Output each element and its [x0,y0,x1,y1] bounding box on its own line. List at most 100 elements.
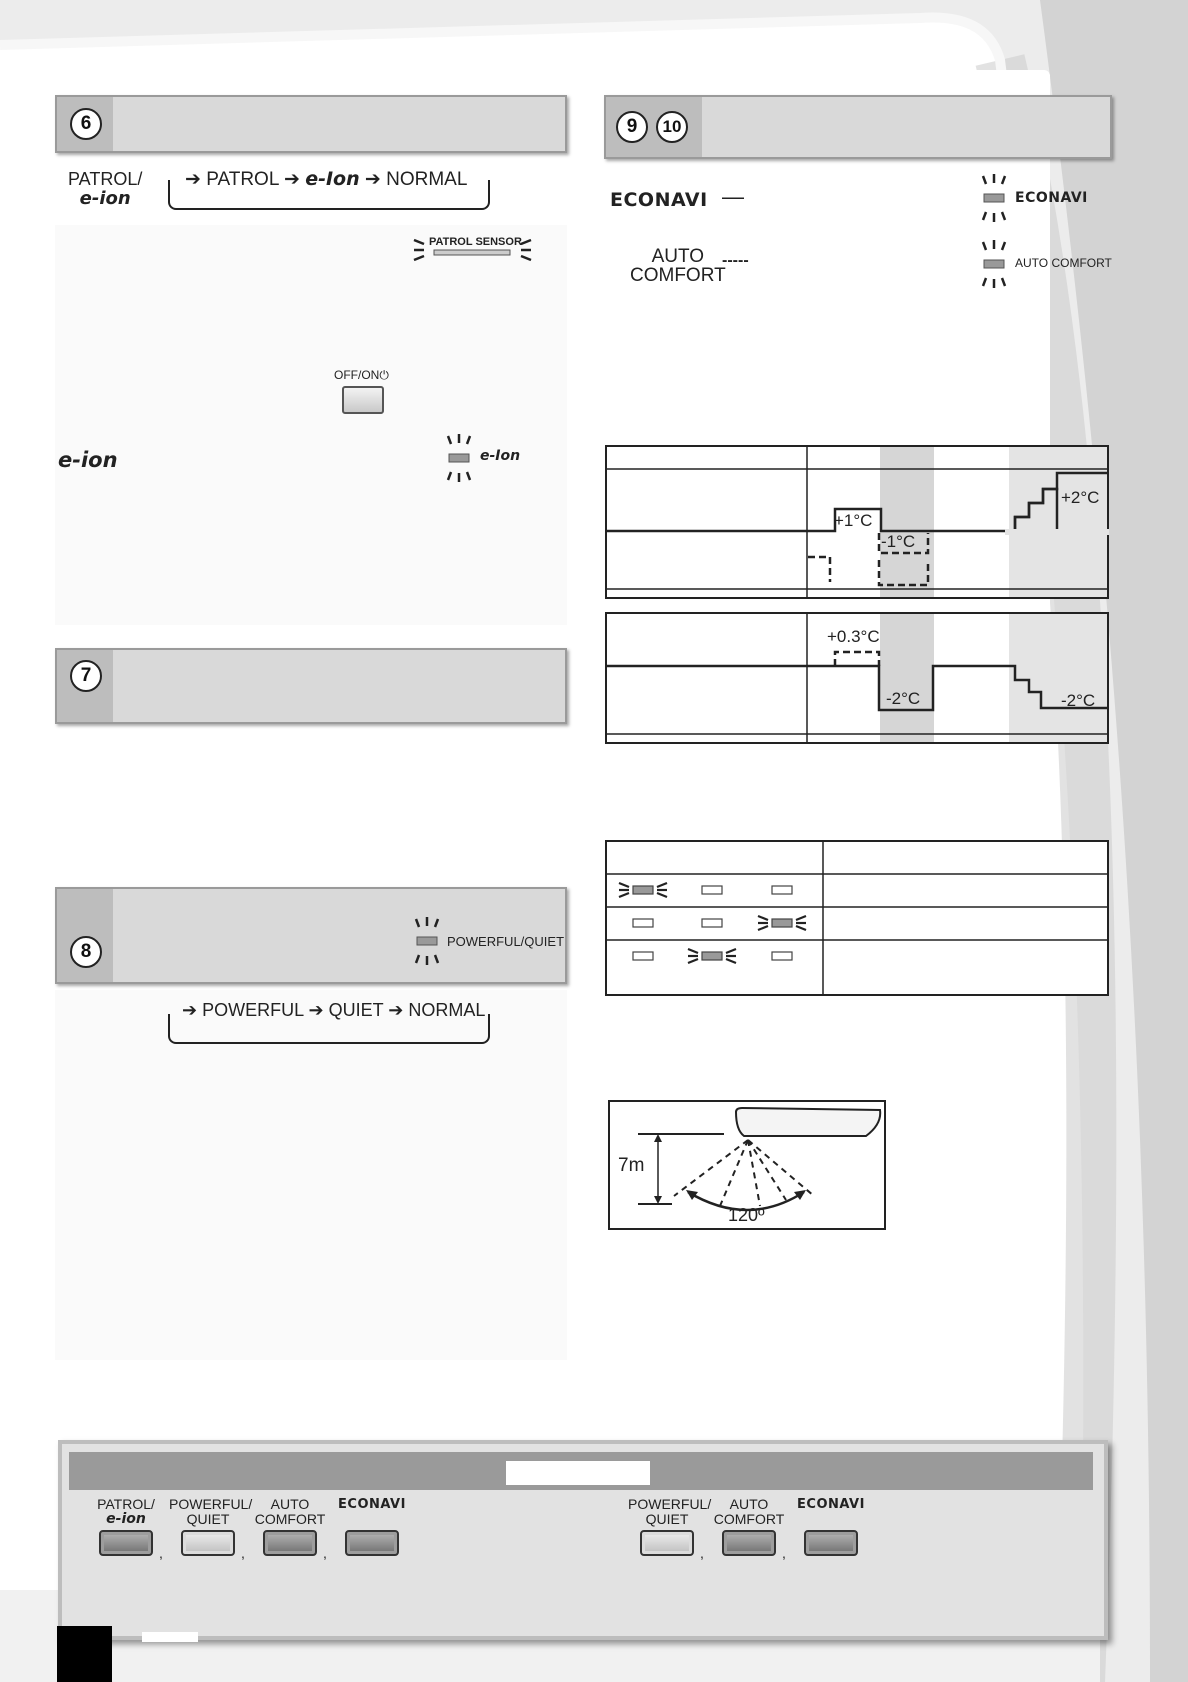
patrol-sensor-label: PATROL SENSOR [429,236,522,248]
chart2-annotation-1: +0.3°C [827,627,880,646]
button-separator: , [159,1545,163,1561]
offon-text: OFF/ON [334,368,380,382]
remote-button[interactable] [804,1530,858,1556]
section-7-number: 7 [70,660,102,692]
section-6-number: 6 [70,108,102,140]
button-separator: , [323,1545,327,1561]
chart2-annotation-3: -2°C [1061,691,1095,710]
bottom-button-label-line2: QUIET [186,1511,230,1527]
eion-heading: e-ion [58,448,118,472]
remote-button[interactable] [345,1530,399,1556]
patrol-eion-button-label: PATROL/ e-ion [68,169,143,209]
indicator-table [605,840,1109,996]
button-separator: , [700,1545,704,1561]
remote-button[interactable] [640,1530,694,1556]
patrol-label: PATROL/ [68,169,143,189]
auto-comfort-indicator-label: AUTO COMFORT [1015,256,1112,270]
bottom-button-label: ECONAVI [333,1497,411,1512]
offon-button[interactable] [342,386,384,414]
section-6-header: 6 [55,95,567,153]
temperature-chart-2: +0.3°C -2°C -2°C [605,612,1109,744]
cycle-arrow-icon: ➔ [185,169,201,190]
eion-blink-icon [446,434,472,482]
auto-comfort-line: ----- [722,252,749,269]
bottom-button-label-line1: AUTO [270,1496,310,1512]
bottom-panel-title-box [506,1461,650,1485]
powerful-quiet-indicator-label: POWERFUL/QUIET [447,934,565,949]
cycle-item-normal: NORMAL [386,169,468,190]
bottom-button-label-line2: e-ion [106,1511,146,1527]
cycle-arrow-icon: ➔ [308,1000,324,1020]
cycle-item-normal: NORMAL [408,1000,486,1020]
bottom-button-label: POWERFUL/QUIET [169,1496,253,1527]
page-number-block [57,1626,112,1682]
table-lamp-r3-c2 [687,947,737,965]
chart1-annotation-2: -1°C [881,532,915,551]
section-910-header: 9 10 [604,95,1112,159]
econavi-indicator-label: ECONAVI [1015,190,1088,206]
table-lamp-r2-c3 [757,914,807,932]
section-7-header: 7 [55,648,567,724]
bottom-button-label-line2: ECONAVI [338,1497,406,1512]
bottom-button-label-line1: POWERFUL/ [628,1496,712,1512]
bottom-button-label-line1: PATROL/ [97,1496,155,1512]
section-6-panel [55,225,567,625]
temperature-chart-1: +1°C-1°C+2°C [605,445,1109,599]
econavi-line: — [722,184,744,209]
remote-button[interactable] [181,1530,235,1556]
cycle-item-patrol: PATROL [206,169,279,190]
remote-button[interactable] [263,1530,317,1556]
section-8-header: 8 [55,887,567,984]
bottom-button-label-line1: POWERFUL/ [169,1496,253,1512]
auto-comfort-blink-icon [981,240,1007,288]
cycle-item-quiet: QUIET [328,1000,384,1020]
chart2-series-solid [606,664,1108,712]
bottom-button-label-line1: AUTO [729,1496,769,1512]
cycle-arrow-icon: ➔ [182,1000,198,1020]
chart1-step-line [1013,471,1108,531]
cycle-arrow-icon: ➔ [283,169,300,190]
patrol-cycle-loop [168,180,490,210]
table-lamp-r3-c3 [771,951,793,961]
power-icon: ⏻ [379,368,389,382]
table-lamp-r3-c1 [632,951,654,961]
bottom-button-label: POWERFUL/QUIET [628,1496,712,1527]
table-lamp-r1-c2 [701,885,723,895]
eion-label: e-ion [79,188,131,209]
cycle-arrow-icon: ➔ [364,169,381,190]
chart1-series-dashed [808,533,930,587]
auto-comfort-line2: COMFORT [630,265,726,286]
remote-button[interactable] [722,1530,776,1556]
powerful-cycle-loop [168,1014,490,1044]
table-lamp-r1-c3 [771,885,793,895]
sensor-range-diagram [608,1100,886,1230]
table-lamp-r1-c1 [618,881,668,899]
powerful-cycle: ➔ POWERFUL ➔ QUIET ➔ NORMAL [182,1000,486,1021]
sensor-angle-label: 120º [728,1205,765,1225]
econavi-label: ECONAVI [610,189,708,211]
bottom-button-label: PATROL/e-ion [87,1497,165,1527]
auto-comfort-line1: AUTO [651,246,705,267]
section-8-number: 8 [70,936,102,968]
cycle-item-eion: e-Ion [305,168,360,190]
patrol-sensor-indicator [413,238,532,262]
bottom-button-label-line2: COMFORT [254,1511,326,1527]
auto-comfort-label: AUTO COMFORT [630,247,726,285]
bottom-button-label-line2: COMFORT [713,1511,785,1527]
bottom-button-label-line2: QUIET [645,1511,689,1527]
chart1-mask [1005,529,1109,535]
table-lamp-r2-c1 [632,918,654,928]
eion-indicator-label: e-Ion [480,448,521,464]
remote-button[interactable] [99,1530,153,1556]
offon-label: OFF/ON⏻ [334,368,389,383]
econavi-blink-icon [981,174,1007,222]
table-lamp-r2-c2 [701,918,723,928]
powerful-quiet-blink-icon [414,917,440,965]
chart2-annotation-2: -2°C [886,689,920,708]
page-footer-line [142,1632,198,1642]
section-9-number: 9 [616,111,648,143]
bottom-button-label: ECONAVI [792,1497,870,1512]
chart1-annotation-3: +2°C [1061,488,1099,507]
section-8-panel [55,990,567,1360]
